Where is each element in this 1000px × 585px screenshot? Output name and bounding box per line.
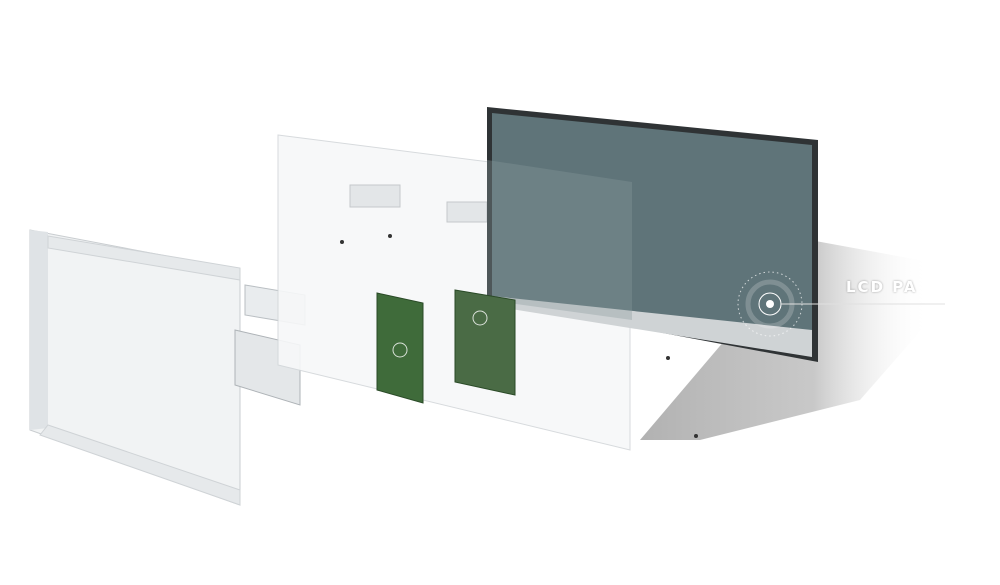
lcd-callout-marker (737, 271, 945, 337)
circuit-boards (376, 289, 516, 404)
back-cover-frame (29, 229, 241, 506)
callout-label: LCD PA (846, 278, 918, 296)
lcd-panel (487, 107, 818, 362)
screws (340, 234, 698, 438)
